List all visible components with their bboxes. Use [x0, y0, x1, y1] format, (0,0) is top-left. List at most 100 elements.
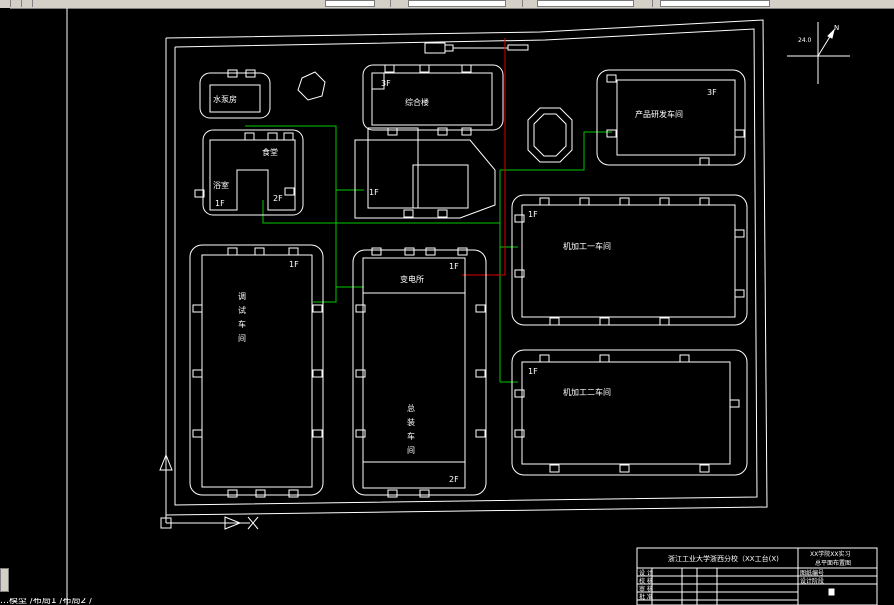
parking-space	[734, 289, 745, 298]
rnd-label: 产品研发车间	[635, 109, 683, 119]
parking-space	[244, 132, 255, 141]
road-outlines	[189, 64, 748, 496]
parking-space	[384, 64, 395, 73]
parking-space	[371, 247, 382, 256]
debug-label: 调试车间	[238, 292, 247, 348]
bathhouse-label: 浴室	[213, 180, 229, 190]
parking-space	[606, 129, 617, 138]
building-machining-1[interactable]: 1F 机加工一车间	[521, 204, 736, 318]
building-debug-workshop[interactable]: 1F 调试车间	[201, 254, 313, 488]
row-approve: 批 准	[639, 593, 653, 601]
parking-space	[404, 247, 415, 256]
canteen-label: 食堂	[262, 147, 278, 157]
parking-space	[288, 489, 299, 498]
debug-floors: 1F	[289, 260, 299, 269]
linetype-dropdown[interactable]	[408, 0, 506, 7]
parking-space	[699, 197, 710, 206]
parking-space	[579, 197, 590, 206]
pan-icon[interactable]	[380, 0, 391, 7]
parking-space	[283, 132, 294, 141]
parking-space	[387, 489, 398, 498]
parking-space	[192, 429, 203, 438]
layer-icon[interactable]	[512, 0, 523, 7]
site-boundary	[165, 19, 768, 516]
power-line	[462, 38, 506, 276]
parking-space	[619, 197, 630, 206]
machining2-label: 机加工二车间	[563, 387, 611, 397]
parking-space	[549, 464, 560, 473]
pump-house-label: 水泵房	[213, 94, 237, 104]
parking-space	[699, 464, 710, 473]
parking-space	[255, 489, 266, 498]
parking-space	[619, 464, 630, 473]
parking-space	[437, 127, 448, 136]
layer-dropdown[interactable]	[325, 0, 375, 7]
parking-space	[679, 354, 690, 363]
scrollbar-thumb[interactable]	[0, 568, 9, 592]
parking-space	[312, 429, 323, 438]
building-machining-2[interactable]: 1F 机加工二车间	[521, 361, 731, 465]
parking-space	[355, 429, 366, 438]
title-block: 浙江工业大学浙西分校（XX工台(X) XX学院XX实习 总平面布置图 设 计 校…	[636, 547, 878, 605]
parking-space	[192, 304, 203, 313]
building-canteen[interactable]: 食堂 2F 浴室 1F	[209, 139, 296, 211]
ucs-icon	[159, 430, 259, 530]
north-arrow-icon: N 24.0	[787, 22, 850, 84]
vertical-scrollbar[interactable]	[0, 8, 10, 568]
parking-space	[194, 189, 205, 198]
parking-space	[514, 389, 525, 398]
properties-icon[interactable]	[642, 0, 653, 7]
parking-space	[599, 317, 610, 326]
parking-space	[734, 229, 745, 238]
parking-space	[475, 369, 486, 378]
toolbar	[0, 0, 894, 9]
parking-space	[514, 429, 525, 438]
row-review: 审 核	[639, 585, 653, 593]
building-pump-house[interactable]: 水泵房	[209, 84, 261, 113]
parking-space	[461, 64, 472, 73]
water-pipeline	[245, 125, 612, 383]
parking-space	[539, 354, 550, 363]
row-check: 校 核	[639, 577, 653, 585]
canteen-floors: 2F	[273, 194, 283, 203]
building-substation[interactable]: 变电所 1F	[362, 257, 466, 294]
parking-space	[227, 69, 238, 78]
undo-icon[interactable]	[11, 0, 22, 7]
building-rnd[interactable]: 3F 产品研发车间	[616, 79, 736, 156]
right-row-1: 图纸编号	[800, 569, 824, 577]
parking-space	[355, 304, 366, 313]
parking-space	[419, 64, 430, 73]
row-design: 设 计	[639, 569, 653, 577]
parking-marks	[192, 64, 745, 498]
parking-space	[549, 317, 560, 326]
redo-icon[interactable]	[22, 0, 33, 7]
parking-space	[419, 489, 430, 498]
office-floors: 3F	[381, 79, 391, 88]
plotstyle-dropdown[interactable]	[660, 0, 770, 7]
assembly-label: 总装车间	[407, 403, 416, 460]
save-icon[interactable]	[0, 0, 11, 7]
tank-icon	[297, 71, 326, 101]
parking-space	[284, 187, 295, 196]
parking-space	[312, 369, 323, 378]
parking-space	[457, 247, 468, 256]
parking-space	[475, 304, 486, 313]
layout-tabs[interactable]: …模型 /布局1 /布局2 /	[0, 598, 93, 605]
assembly-floors: 2F	[449, 475, 459, 484]
office-label: 综合楼	[405, 97, 429, 107]
parking-space	[514, 269, 525, 278]
parking-space	[403, 209, 414, 218]
parking-space	[699, 157, 710, 166]
building-assembly[interactable]: 总装车间 2F	[362, 292, 466, 489]
substation-label: 变电所	[400, 274, 424, 284]
building-office[interactable]: 3F 综合楼	[371, 72, 493, 126]
lineweight-dropdown[interactable]	[537, 0, 634, 7]
rnd-floors: 3F	[707, 88, 717, 97]
parking-space	[606, 74, 617, 83]
parking-space	[734, 129, 745, 138]
parking-space	[355, 369, 366, 378]
entrance-gate	[424, 42, 529, 54]
parking-space	[192, 369, 203, 378]
parking-space	[387, 127, 398, 136]
